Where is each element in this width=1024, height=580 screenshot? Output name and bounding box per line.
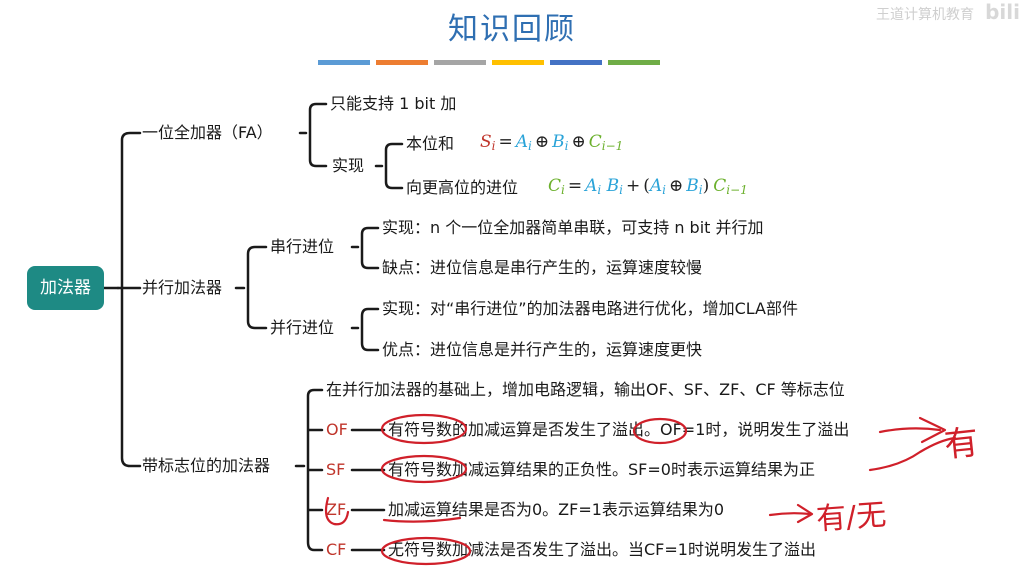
handwritten-note-2: 有/无 — [815, 497, 888, 538]
flag-sf-desc: 有符号数加减运算结果的正负性。SF=0时表示运算结果为正 — [388, 460, 815, 479]
color-bar-segment — [376, 60, 428, 65]
color-bar-segment — [318, 60, 370, 65]
bilibili-logo: bili — [985, 0, 1020, 24]
color-bar-segment — [492, 60, 544, 65]
flag-sf: SF — [326, 460, 346, 479]
parallel-carry-advantage: 优点：进位信息是并行产生的，运算速度更快 — [382, 340, 703, 359]
color-bar-segment — [550, 60, 602, 65]
carry-label: 向更高位的进位 — [406, 178, 519, 197]
watermark: 王道计算机教育 — [876, 7, 974, 23]
flags-intro: 在并行加法器的基础上，增加电路逻辑，输出OF、SF、ZF、CF 等标志位 — [326, 380, 845, 399]
color-bar-segment — [608, 60, 660, 65]
parallel-carry-label: 并行进位 — [270, 318, 335, 337]
flag-zf: ZF — [326, 500, 347, 519]
fa-support: 只能支持 1 bit 加 — [330, 94, 457, 113]
flag-cf: CF — [326, 540, 347, 559]
color-bar-segment — [434, 60, 486, 65]
flag-zf-desc: 加减运算结果是否为0。ZF=1表示运算结果为0 — [388, 500, 725, 519]
handwritten-note-1: 有 — [942, 422, 981, 466]
branch-parallel-label: 并行加法器 — [142, 278, 223, 297]
root-node: 加法器 — [27, 266, 104, 310]
branch-fa-label: 一位全加器（FA） — [142, 123, 273, 142]
flag-of: OF — [326, 420, 348, 439]
page-title: 知识回顾 — [448, 12, 576, 47]
flag-cf-desc: 无符号数加减法是否发生了溢出。当CF=1时说明发生了溢出 — [388, 540, 816, 559]
serial-carry-label: 串行进位 — [270, 237, 335, 256]
flag-of-desc: 有符号数的加减运算是否发生了溢出。OF=1时，说明发生了溢出 — [388, 420, 850, 439]
serial-impl: 实现：n 个一位全加器简单串联，可支持 n bit 并行加 — [382, 218, 764, 237]
serial-drawback: 缺点：进位信息是串行产生的，运算速度较慢 — [382, 258, 703, 277]
fa-impl-label: 实现 — [332, 156, 365, 175]
sum-formula: Si=Ai⊕Bi⊕Ci−1 — [480, 132, 624, 153]
branch-flags-label: 带标志位的加法器 — [142, 456, 271, 475]
parallel-carry-impl: 实现：对“串行进位”的加法器电路进行优化，增加CLA部件 — [382, 299, 798, 318]
sum-label: 本位和 — [406, 134, 455, 153]
carry-formula: Ci=Ai Bi+(Ai⊕Bi)Ci−1 — [548, 176, 748, 197]
